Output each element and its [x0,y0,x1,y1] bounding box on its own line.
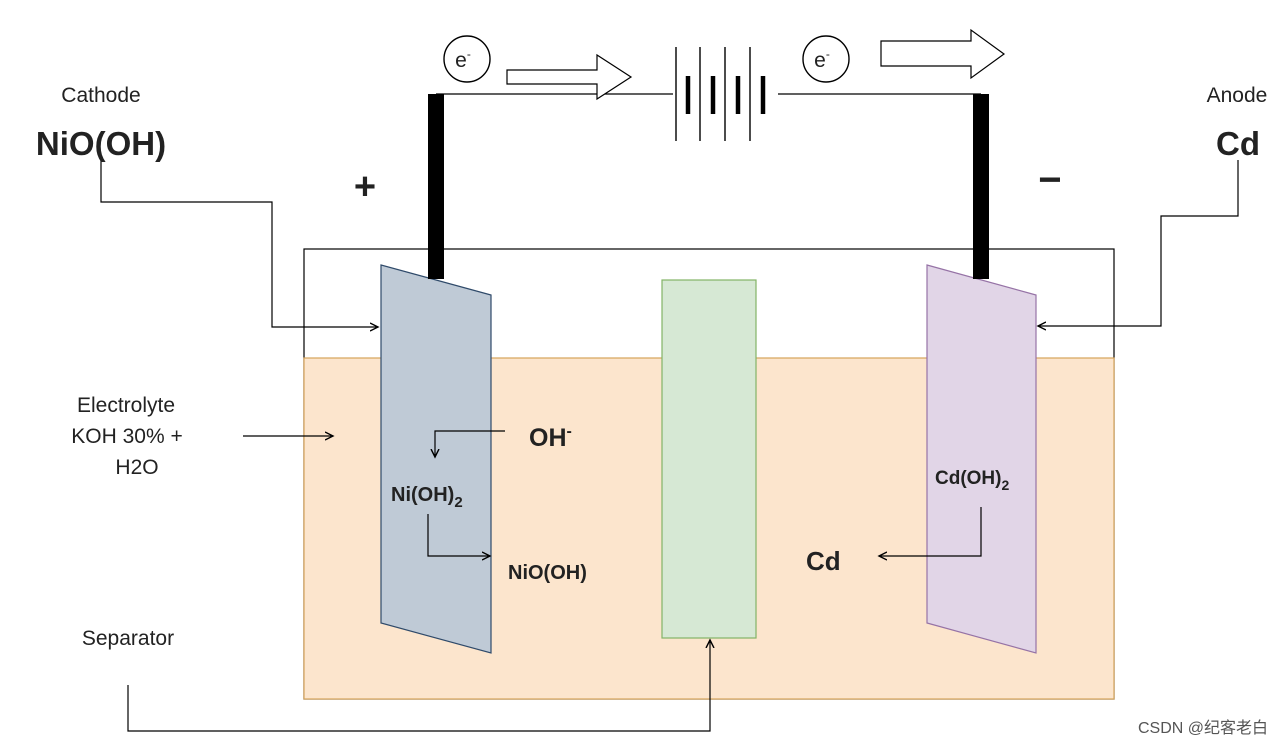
anode-title: Anode [1207,84,1268,107]
separator-label: Separator [82,627,174,650]
cathode-material-label: NiO(OH) [36,125,166,162]
cathode-label-connector [100,160,378,327]
positive-terminal-sign: + [354,166,376,208]
cathode-title: Cathode [61,84,140,107]
cadmium-hydroxide-label: Cd(OH)2 [935,468,1009,493]
battery-symbol [675,47,766,141]
nickel-reaction-arrow [427,514,490,556]
nickel-hydroxide-label: Ni(OH)2 [391,484,463,511]
anode-label-connector [1038,160,1239,326]
nickel-oxyhydroxide-label: NiO(OH) [508,562,587,584]
electron-flow-arrow-left [506,53,633,101]
cathode-plate [380,264,492,654]
negative-terminal-sign: − [1038,158,1061,202]
anode-material-label: Cd [1216,125,1260,162]
hydroxide-reaction-arrow [435,430,505,457]
anode-terminal [973,94,989,279]
electrolyte-label-line3: H2O [115,456,158,479]
electrolyte-label-line1: Electrolyte [77,394,175,417]
anode-plate [926,264,1037,654]
electron-right-label: e- [814,47,830,72]
electron-left-circle [443,35,491,83]
separator-membrane [661,279,757,639]
electron-flow-arrow-right [880,28,1006,80]
hydroxide-ion-label: OH- [529,423,572,452]
cadmium-label: Cd [806,546,841,576]
separator-label-connector [127,640,710,732]
electron-right-circle [802,35,850,83]
cadmium-reaction-arrow [879,507,982,556]
cathode-terminal [428,94,444,279]
electrolyte-label-line2: KOH 30% + [71,425,182,448]
watermark-text: CSDN @纪客老白 [1138,719,1268,737]
electron-left-label: e- [455,47,471,72]
